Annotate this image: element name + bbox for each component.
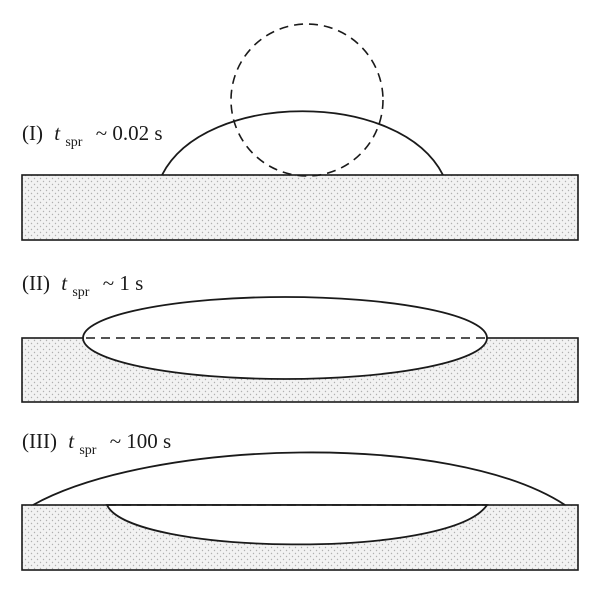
stage-3-penetrated-region xyxy=(105,504,489,546)
stage-1: (I) t spr ~ 0.02 s xyxy=(21,23,579,241)
stage-1-droplet-cap xyxy=(161,110,444,176)
stage-1-relation: ~ 0.02 s xyxy=(96,121,163,145)
stage-3-numeral: (III) xyxy=(22,429,57,453)
stage-3-relation: ~ 100 s xyxy=(110,429,172,453)
stage-3-symbol: t xyxy=(68,429,75,453)
stage-3: (III) t spr ~ 100 s xyxy=(21,429,579,571)
stage-1-numeral: (I) xyxy=(22,121,43,145)
stage-1-initial-sphere xyxy=(230,23,384,177)
stage-1-substrate xyxy=(21,174,579,241)
stage-3-subscript: spr xyxy=(79,443,96,458)
stage-2-numeral: (II) xyxy=(22,271,50,295)
stage-3-label: (III) t spr ~ 100 s xyxy=(22,429,171,459)
stage-3-droplet-cap xyxy=(32,451,566,506)
stage-1-subscript: spr xyxy=(65,135,82,150)
stage-2-label: (II) t spr ~ 1 s xyxy=(22,271,143,301)
stage-2-subscript: spr xyxy=(72,285,89,300)
stage-2-relation: ~ 1 s xyxy=(103,271,144,295)
stage-1-symbol: t xyxy=(54,121,61,145)
stage-2: (II) t spr ~ 1 s xyxy=(21,271,579,403)
stage-2-symbol: t xyxy=(61,271,68,295)
stage-1-label: (I) t spr ~ 0.02 s xyxy=(22,121,163,151)
